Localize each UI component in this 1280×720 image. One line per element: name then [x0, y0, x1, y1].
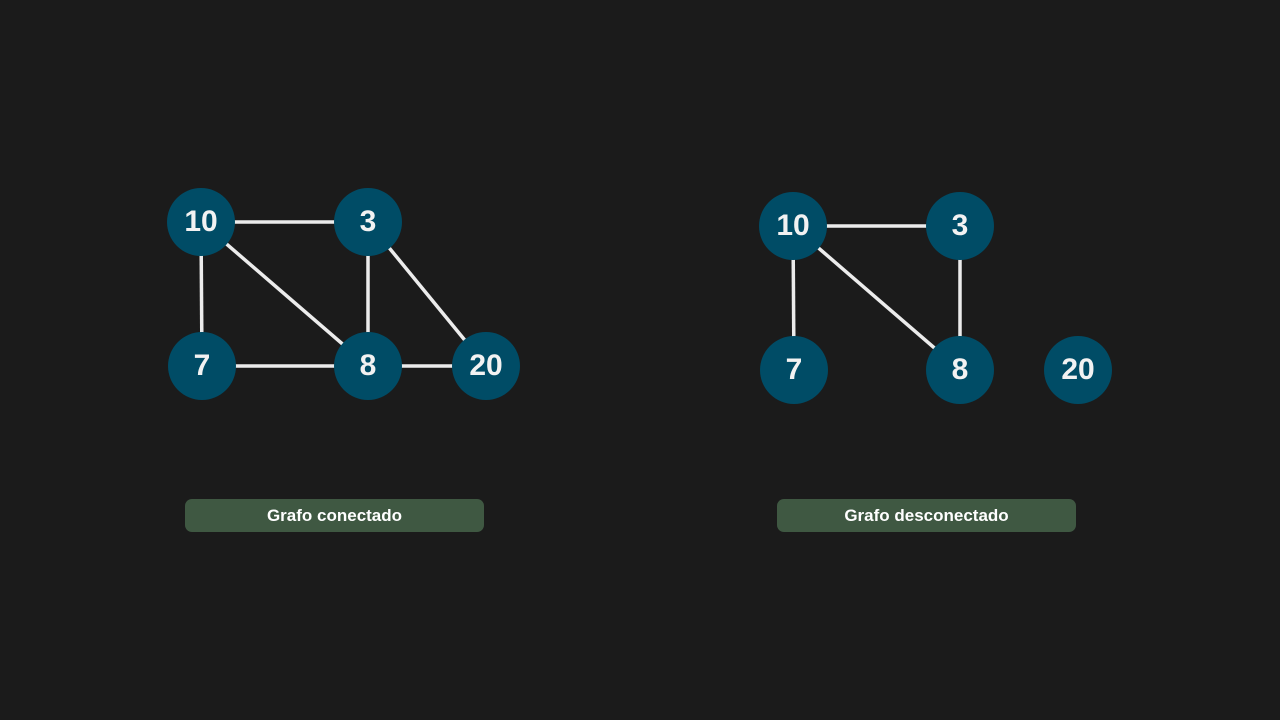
node-label: 10: [776, 209, 809, 242]
node-circle: [167, 188, 235, 256]
disconnected-graph: 10 3 7 8 20: [759, 192, 1112, 404]
node-3: 3: [926, 192, 994, 260]
node-7: 7: [168, 332, 236, 400]
node-7: 7: [760, 336, 828, 404]
node-3: 3: [334, 188, 402, 256]
node-label: 7: [194, 349, 211, 382]
node-label: 3: [952, 209, 969, 242]
node-circle: [452, 332, 520, 400]
node-circle: [759, 192, 827, 260]
caption-disconnected-graph: Grafo desconectado: [777, 499, 1076, 532]
node-label: 10: [184, 205, 217, 238]
node-label: 8: [360, 349, 377, 382]
node-circle: [334, 188, 402, 256]
node-10: 10: [759, 192, 827, 260]
node-20: 20: [1044, 336, 1112, 404]
node-label: 20: [1061, 353, 1094, 386]
node-8: 8: [334, 332, 402, 400]
edge-10-8: [199, 220, 370, 368]
node-label: 8: [952, 353, 969, 386]
node-circle: [168, 332, 236, 400]
node-label: 3: [360, 205, 377, 238]
connected-graph: 10 3 7 8 20: [167, 188, 520, 400]
node-circle: [1044, 336, 1112, 404]
node-10: 10: [167, 188, 235, 256]
node-label: 7: [786, 353, 803, 386]
caption-connected-graph: Grafo conectado: [185, 499, 484, 532]
node-circle: [760, 336, 828, 404]
node-circle: [926, 192, 994, 260]
edge-10-8: [791, 224, 962, 372]
node-8: 8: [926, 336, 994, 404]
node-circle: [926, 336, 994, 404]
node-label: 20: [469, 349, 502, 382]
node-circle: [334, 332, 402, 400]
node-20: 20: [452, 332, 520, 400]
